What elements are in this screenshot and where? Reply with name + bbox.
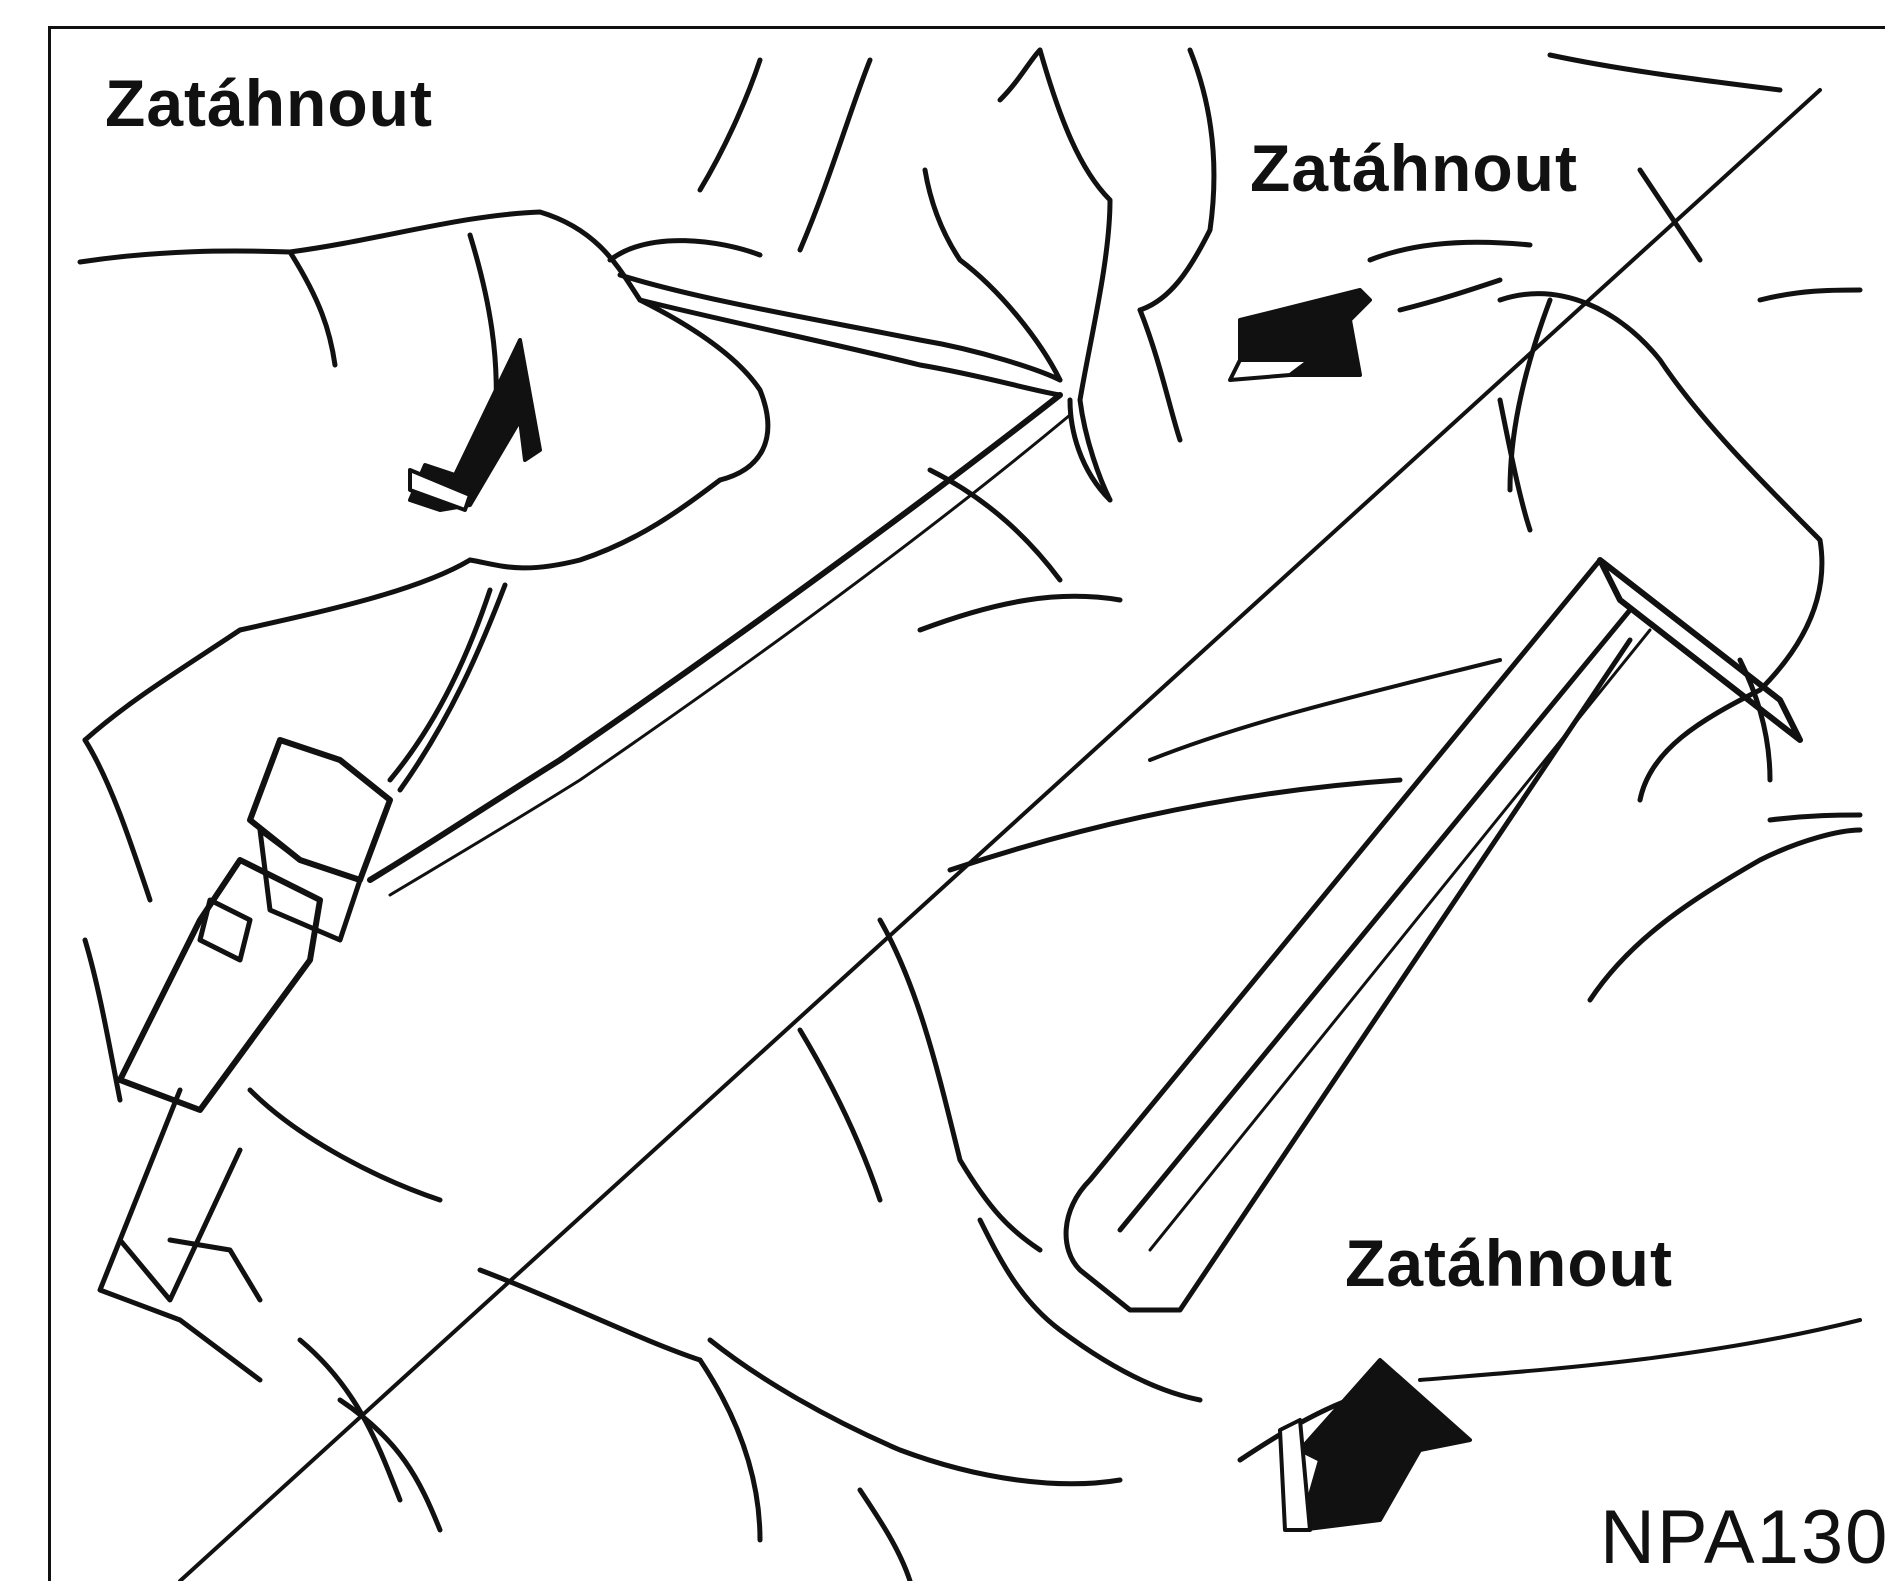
- divider-line: [180, 90, 1820, 1581]
- pull-label-top-left: Zatáhnout: [105, 70, 433, 136]
- pull-label-top-right: Zatáhnout: [1250, 135, 1578, 201]
- pull-label-bottom-right: Zatáhnout: [1345, 1230, 1673, 1296]
- figure-code: NPA130: [1600, 1500, 1885, 1576]
- arrow-down-left-icon: [1300, 1360, 1470, 1530]
